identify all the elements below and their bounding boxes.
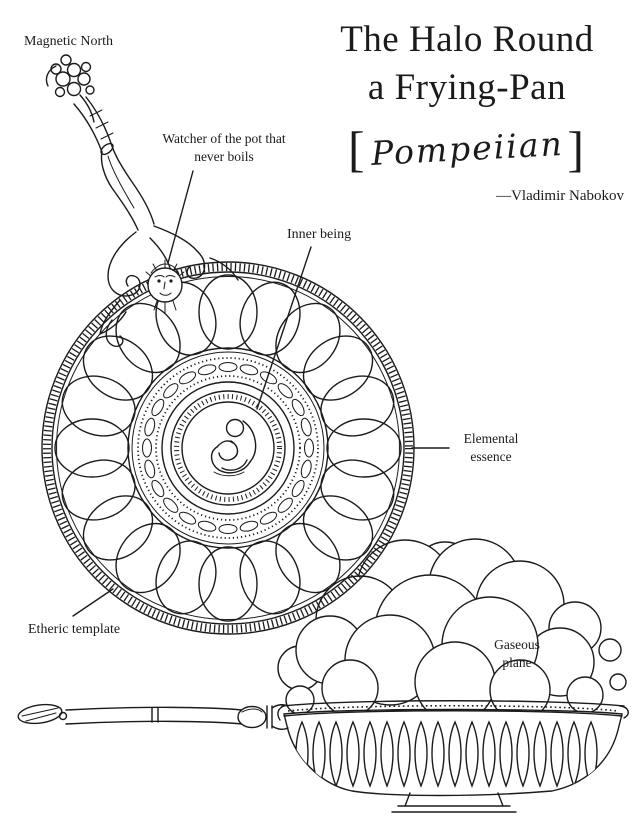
label-etheric-template: Etheric template	[28, 622, 121, 637]
ornament-band	[142, 362, 314, 534]
title-line-2: a Frying-Pan	[367, 67, 567, 109]
label-gaseous-plane: Gaseous plane	[494, 637, 540, 670]
handle-grip	[100, 142, 155, 231]
handle-neck	[73, 96, 114, 153]
medallion-bead-ring	[174, 394, 282, 502]
label-magnetic-north: Magnetic North	[24, 34, 114, 49]
subtitle-script-word: Pompeiian	[369, 124, 565, 174]
pan-foot	[391, 792, 517, 813]
label-watcher: Watcher of the pot that never boils	[162, 131, 286, 164]
smoke-cloud	[277, 538, 627, 723]
watcher-face	[145, 259, 185, 314]
pan-top-view	[41, 261, 415, 635]
title-block: The Halo Round a Frying-Pan [Pompeiian] …	[306, 16, 628, 205]
pan-side-view	[17, 700, 629, 813]
subtitle: [Pompeiian]	[306, 120, 628, 178]
label-elemental-essence: Elemental essence	[463, 431, 519, 464]
leader-lines	[72, 170, 450, 617]
leader-line-watcher	[167, 170, 194, 264]
attribution: —Vladimir Nabokov	[496, 188, 624, 205]
leader-line-etheric-template	[72, 588, 114, 617]
handle-finial	[45, 54, 95, 123]
close-bracket: ]	[567, 121, 587, 178]
inner-being-figure	[210, 418, 257, 477]
label-inner-being: Inner being	[287, 227, 352, 242]
rim-tick-ring	[43, 263, 413, 633]
title-line-1: The Halo Round	[340, 19, 594, 60]
handle-scrolls	[99, 225, 239, 348]
pan-handle	[45, 54, 239, 348]
pan-rim	[277, 700, 629, 721]
leader-line-inner-being	[256, 246, 312, 410]
side-handle	[17, 703, 289, 731]
open-bracket: [	[347, 121, 367, 178]
